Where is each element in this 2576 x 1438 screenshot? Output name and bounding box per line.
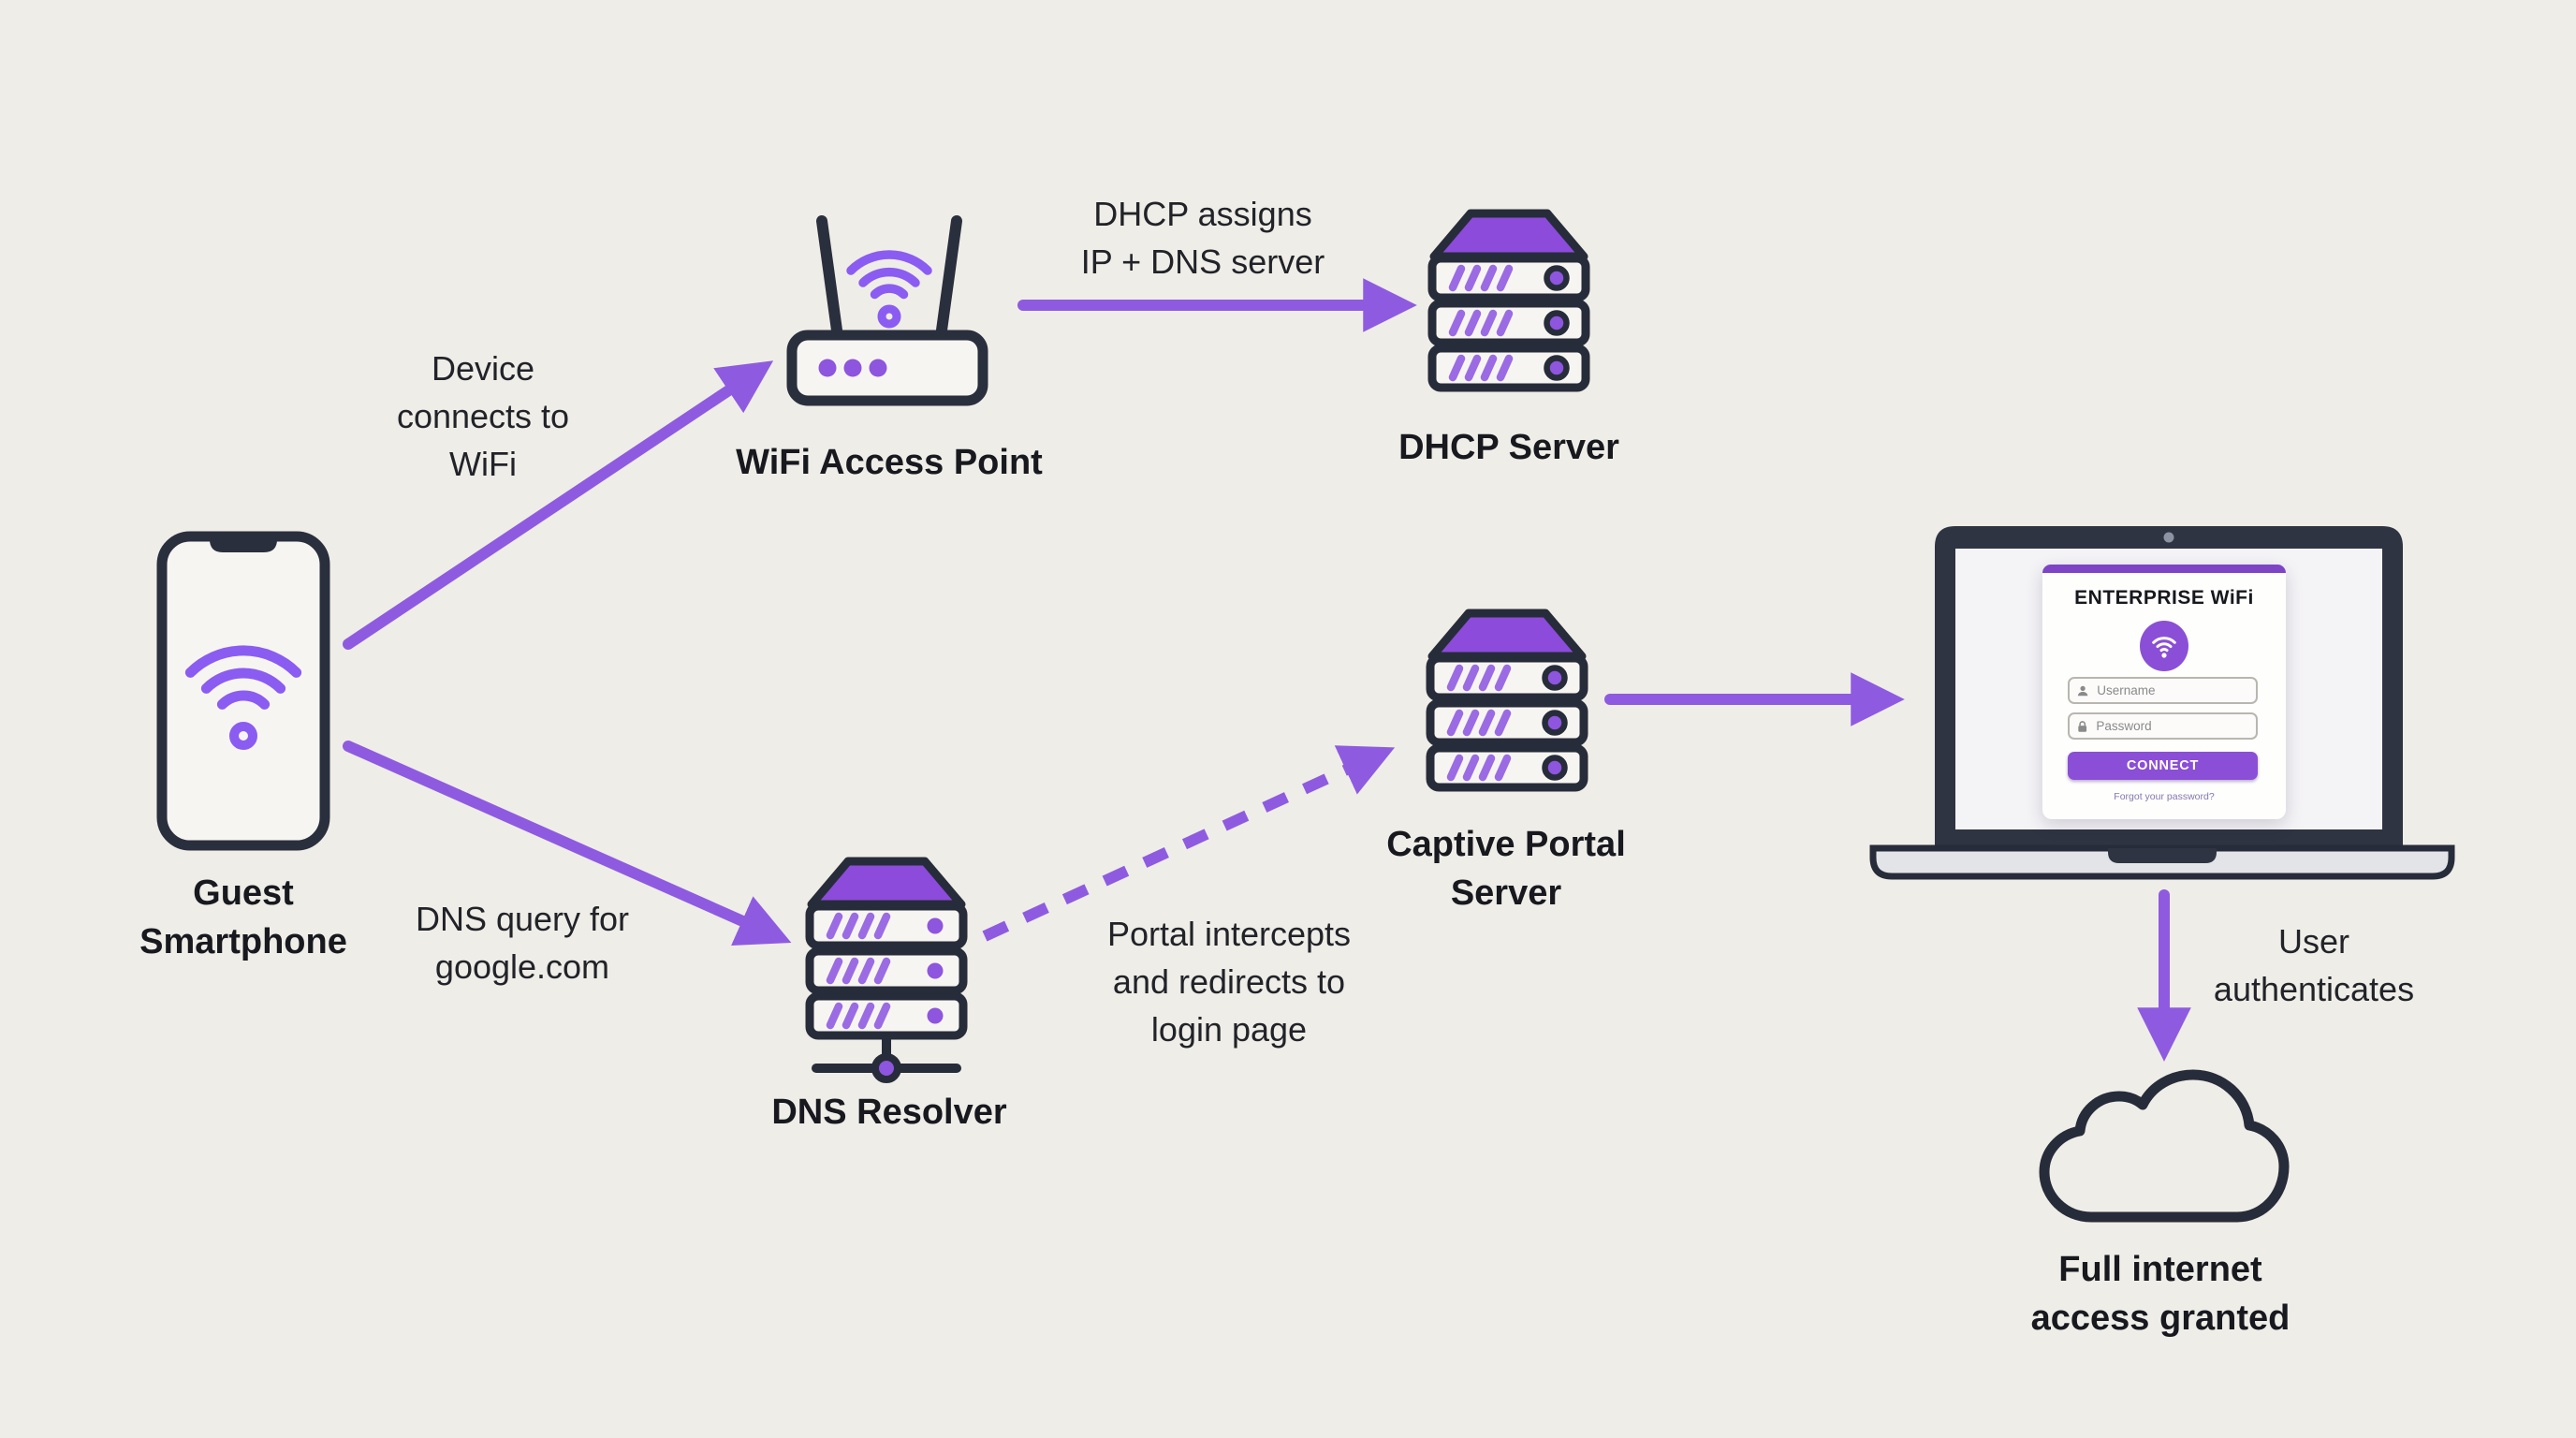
dns-resolver-icon <box>805 857 968 1083</box>
portal-redirect-note: Portal intercepts and redirects to login… <box>1107 910 1351 1053</box>
guest-smartphone-label: Guest Smartphone <box>139 869 347 966</box>
note-line: authenticates <box>2213 970 2415 1008</box>
webcam-icon <box>2163 532 2174 543</box>
user-authenticates-note: User authenticates <box>2214 917 2414 1013</box>
login-title: ENTERPRISE WiFi <box>2074 587 2254 609</box>
label-line: WiFi Access Point <box>736 443 1043 482</box>
captive-portal-server-label: Captive Portal Server <box>1386 820 1626 917</box>
card-accent-strip <box>2042 565 2286 573</box>
note-line: DHCP assigns <box>1093 195 1312 233</box>
antenna-right <box>935 215 962 343</box>
label-line: Full internet <box>2058 1250 2262 1289</box>
router-led <box>869 359 887 377</box>
arrow-portal-redirect <box>982 745 1396 942</box>
connect-button[interactable]: CONNECT <box>2068 752 2258 780</box>
password-field[interactable] <box>2068 712 2258 740</box>
dhcp-server-label: DHCP Server <box>1398 423 1619 472</box>
lock-icon <box>2078 720 2087 732</box>
label-line: Captive Portal <box>1386 825 1626 864</box>
dns-query-note: DNS query for google.com <box>416 895 629 990</box>
note-line: Device <box>431 349 535 388</box>
dhcp-assigns-note: DHCP assigns IP + DNS server <box>1081 190 1325 286</box>
note-line: DNS query for <box>415 900 630 938</box>
laptop-base-notch <box>2108 848 2217 863</box>
wifi-icon <box>184 645 302 750</box>
arrow-device-connects <box>343 360 774 650</box>
internet-cloud-label: Full internet access granted <box>2031 1245 2291 1343</box>
internet-cloud-icon <box>2039 1069 2290 1223</box>
dhcp-server-icon <box>1427 209 1590 392</box>
wifi-icon <box>2152 637 2176 658</box>
label-line: DNS Resolver <box>771 1093 1007 1132</box>
dns-resolver-label: DNS Resolver <box>771 1088 1006 1137</box>
router-led <box>818 359 837 377</box>
wifi-icon <box>846 250 932 329</box>
note-line: connects to <box>396 397 570 435</box>
password-input[interactable] <box>2094 718 2248 734</box>
captive-portal-login-card: ENTERPRISE WiFi <box>2042 565 2286 819</box>
captive-portal-server-icon <box>1426 609 1588 792</box>
note-line: login page <box>1150 1010 1308 1049</box>
network-connector <box>812 1037 961 1083</box>
router-body <box>786 330 988 406</box>
label-line: Guest <box>193 873 294 913</box>
phone-notch <box>210 534 277 552</box>
wifi-access-point-label: WiFi Access Point <box>736 438 1043 487</box>
user-icon <box>2077 685 2088 696</box>
guest-smartphone-icon <box>156 531 330 851</box>
note-line: google.com <box>434 947 610 986</box>
note-line: and redirects to <box>1112 962 1346 1001</box>
note-line: Portal intercepts <box>1106 915 1352 953</box>
note-line: WiFi <box>449 445 517 483</box>
wifi-badge <box>2140 621 2188 671</box>
device-connects-note: Device connects to WiFi <box>397 345 569 488</box>
label-line: Server <box>1450 873 1562 913</box>
wifi-access-point-icon <box>786 215 988 406</box>
router-led <box>843 359 862 377</box>
label-line: Smartphone <box>139 922 347 961</box>
username-field[interactable] <box>2068 677 2258 704</box>
label-line: access granted <box>2030 1299 2291 1338</box>
forgot-password-link[interactable]: Forgot your password? <box>2114 791 2215 802</box>
antenna-left <box>816 215 843 343</box>
note-line: IP + DNS server <box>1080 242 1325 281</box>
note-line: User <box>2277 922 2349 961</box>
username-input[interactable] <box>2095 682 2248 698</box>
arrow-dns-query <box>343 741 792 946</box>
label-line: DHCP Server <box>1398 428 1619 467</box>
